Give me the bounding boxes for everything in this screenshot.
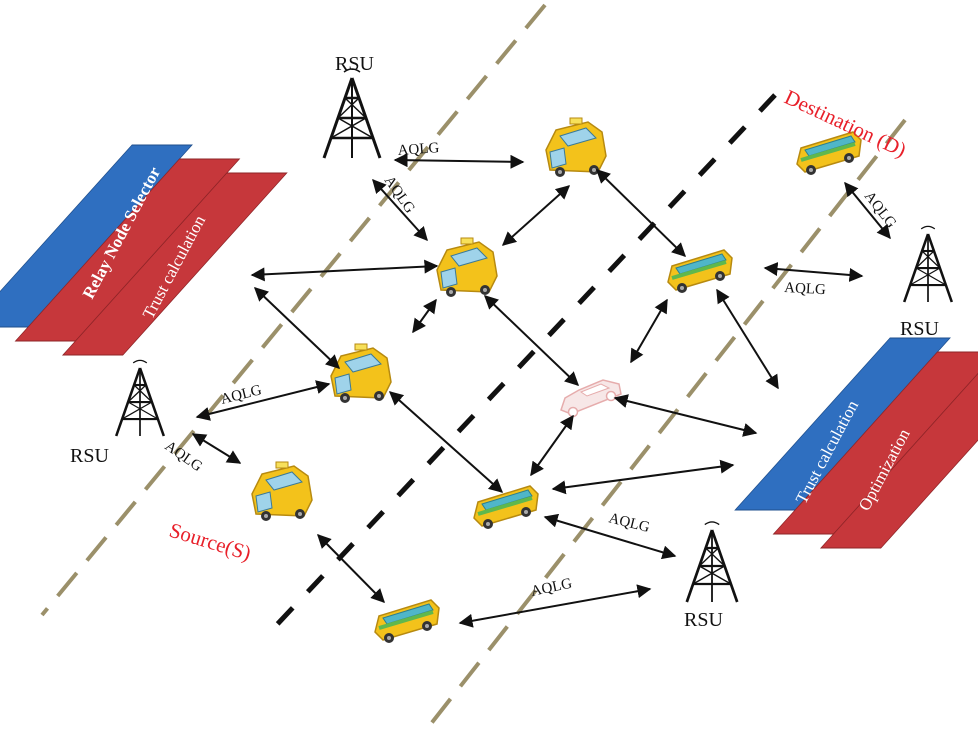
rsu-tower-icon [685, 520, 739, 604]
rsu-label-left: RSU [70, 445, 109, 467]
taxi-vehicle-icon [330, 343, 392, 404]
bus-vehicle-icon [472, 484, 540, 531]
aqlg-label: AQLG [219, 382, 263, 408]
rsu-tower-icon [902, 225, 954, 304]
aqlg-label: AQLG [397, 140, 440, 159]
taxi-vehicle-icon [545, 117, 607, 178]
aqlg-label: AQLG [607, 510, 651, 536]
left-panel-optimization-label: Optimization [199, 253, 258, 342]
aqlg-label: AQLG [784, 280, 827, 298]
rsu-label-top: RSU [335, 53, 374, 75]
communication-links [191, 153, 891, 628]
source-label: Source(S) [167, 518, 254, 566]
bus-vehicle-icon [666, 248, 734, 295]
rsu-label-right: RSU [900, 318, 939, 340]
relay-panel-left [0, 144, 288, 356]
relay-panel-right [734, 337, 978, 549]
rsu-tower-icon [114, 359, 166, 438]
taxi-vehicle-icon [436, 237, 498, 298]
aqlg-label: AQLG [530, 576, 574, 600]
rsu-label-bottom: RSU [684, 609, 723, 631]
bus-vehicle-icon [373, 598, 441, 645]
rsu-tower-icon [322, 67, 382, 160]
faded-car-icon [560, 379, 622, 418]
taxi-vehicle-icon [251, 461, 313, 522]
